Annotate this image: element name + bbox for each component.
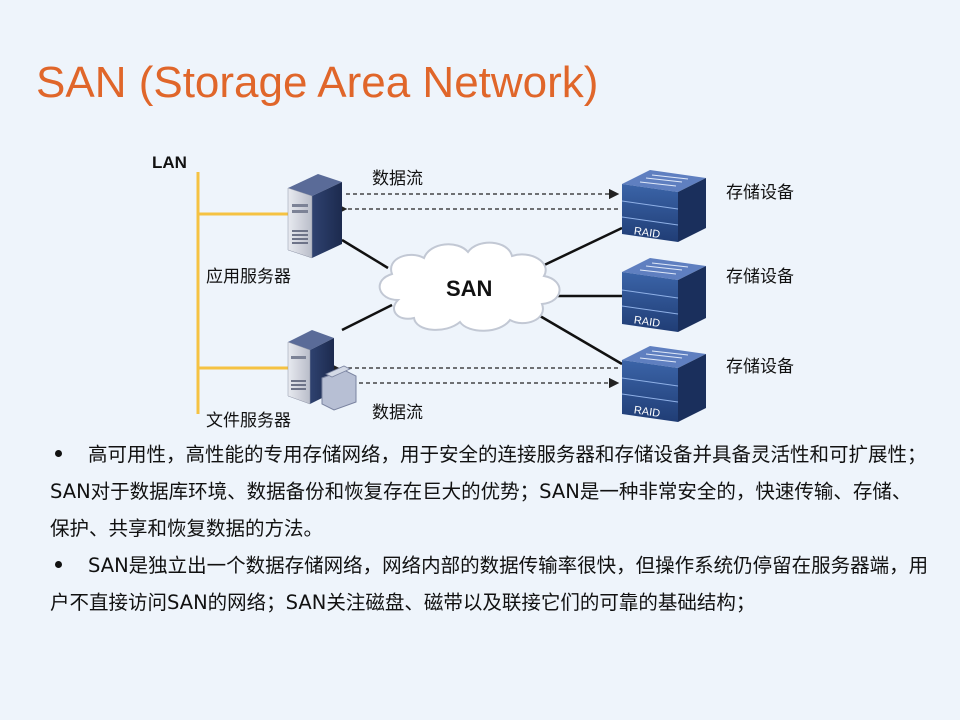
app-server-label: 应用服务器 [206,267,291,287]
bullet-item-1: 高可用性，高性能的专用存储网络，用于安全的连接服务器和存储设备并具备灵活性和可扩… [50,436,930,547]
bullet-dot [55,561,62,568]
storage-label-1: 存储设备 [726,183,794,203]
bullet-text-1: 高可用性，高性能的专用存储网络，用于安全的连接服务器和存储设备并具备灵活性和可扩… [50,443,927,540]
app-server-icon [287,174,342,259]
file-server-icon [287,330,357,411]
bullet-list: 高可用性，高性能的专用存储网络，用于安全的连接服务器和存储设备并具备灵活性和可扩… [50,436,930,621]
raid-label-2: RAID [633,314,661,330]
storage-array-2-icon [621,258,706,332]
san-label: SAN [446,276,493,301]
dataflow-arrows-bottom [328,362,620,389]
lan-label: LAN [152,153,187,172]
storage-array-1-icon [621,170,706,242]
bullet-item-2: SAN是独立出一个数据存储网络，网络内部的数据传输率很快，但操作系统仍停留在服务… [50,547,930,621]
san-cloud-icon [378,241,561,332]
lan-bus [196,172,288,414]
slide-title: SAN (Storage Area Network) [36,58,599,107]
raid-label-3: RAID [633,404,661,420]
bullet-dot [55,450,62,457]
san-diagram: RAID RAID RAID LAN 应用服务器 文件服务器 SAN 数据流 数… [152,153,794,431]
storage-label-3: 存储设备 [726,357,794,377]
bullet-text-2: SAN是独立出一个数据存储网络，网络内部的数据传输率很快，但操作系统仍停留在服务… [50,554,929,614]
san-links [341,226,623,366]
dataflow-top-label: 数据流 [372,169,423,189]
san-diagram-svg: RAID RAID RAID [196,170,706,422]
file-server-label: 文件服务器 [206,411,291,431]
dataflow-bottom-label: 数据流 [372,403,423,423]
storage-label-2: 存储设备 [726,267,794,287]
dataflow-arrows-top [336,188,620,215]
storage-array-3-icon [621,346,706,422]
raid-label-1: RAID [633,225,661,241]
